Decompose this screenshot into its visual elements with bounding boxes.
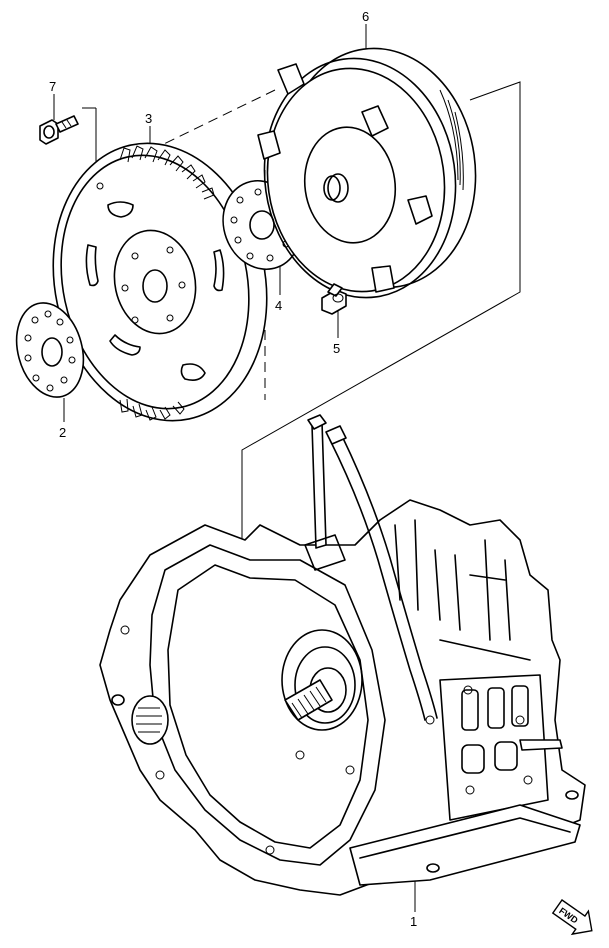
torque-converter-part-6: [257, 47, 477, 299]
plate-part-2: [15, 302, 85, 398]
bolt-part-5: [321, 283, 347, 315]
callout-1: 1: [410, 914, 417, 929]
transmission-assembly-part-1: [99, 414, 586, 896]
callout-6: 6: [362, 9, 369, 24]
callout-7: 7: [49, 79, 56, 94]
callout-2: 2: [59, 425, 66, 440]
callout-5: 5: [333, 341, 340, 356]
callout-4: 4: [275, 298, 282, 313]
forward-arrow-icon: FWD: [551, 899, 593, 936]
callout-3: 3: [145, 111, 152, 126]
bolt-part-7: [39, 115, 79, 145]
